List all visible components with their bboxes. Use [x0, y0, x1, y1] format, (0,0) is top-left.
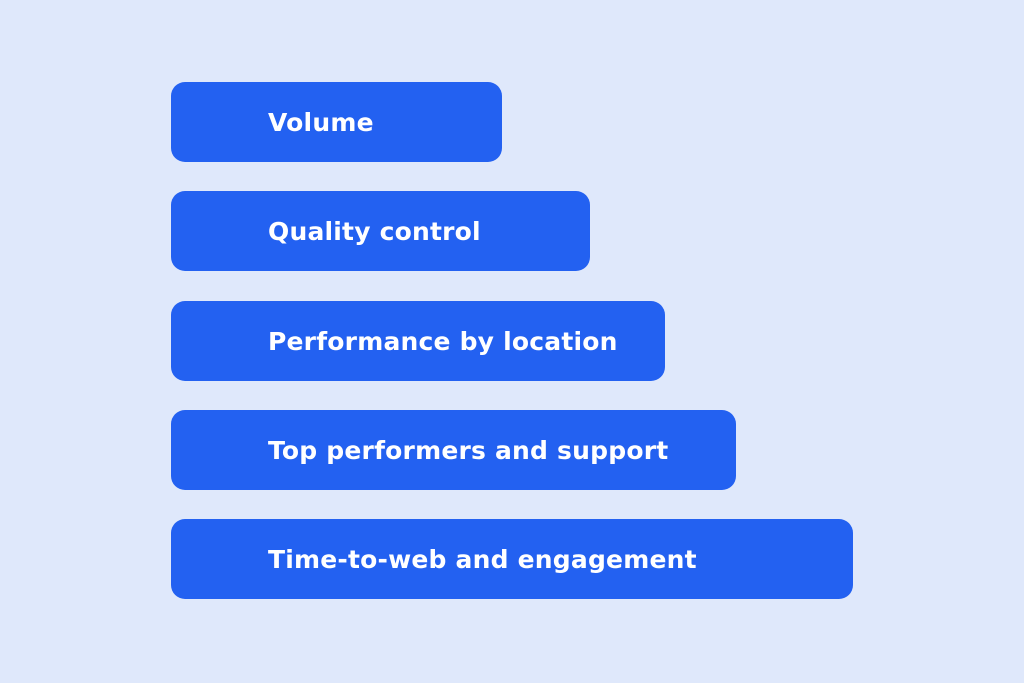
- list-item-bar: Top performers and support: [171, 410, 736, 490]
- list-item-label: Time-to-web and engagement: [268, 544, 697, 574]
- list-item-bar: Volume: [171, 82, 502, 162]
- list-item-bar: Time-to-web and engagement: [171, 519, 853, 599]
- list-item-label: Top performers and support: [268, 435, 669, 465]
- list-item-bar: Performance by location: [171, 301, 665, 381]
- list-item-bar: Quality control: [171, 191, 590, 271]
- list-item-label: Performance by location: [268, 326, 618, 356]
- list-item-label: Volume: [268, 107, 374, 137]
- list-item-label: Quality control: [268, 216, 481, 246]
